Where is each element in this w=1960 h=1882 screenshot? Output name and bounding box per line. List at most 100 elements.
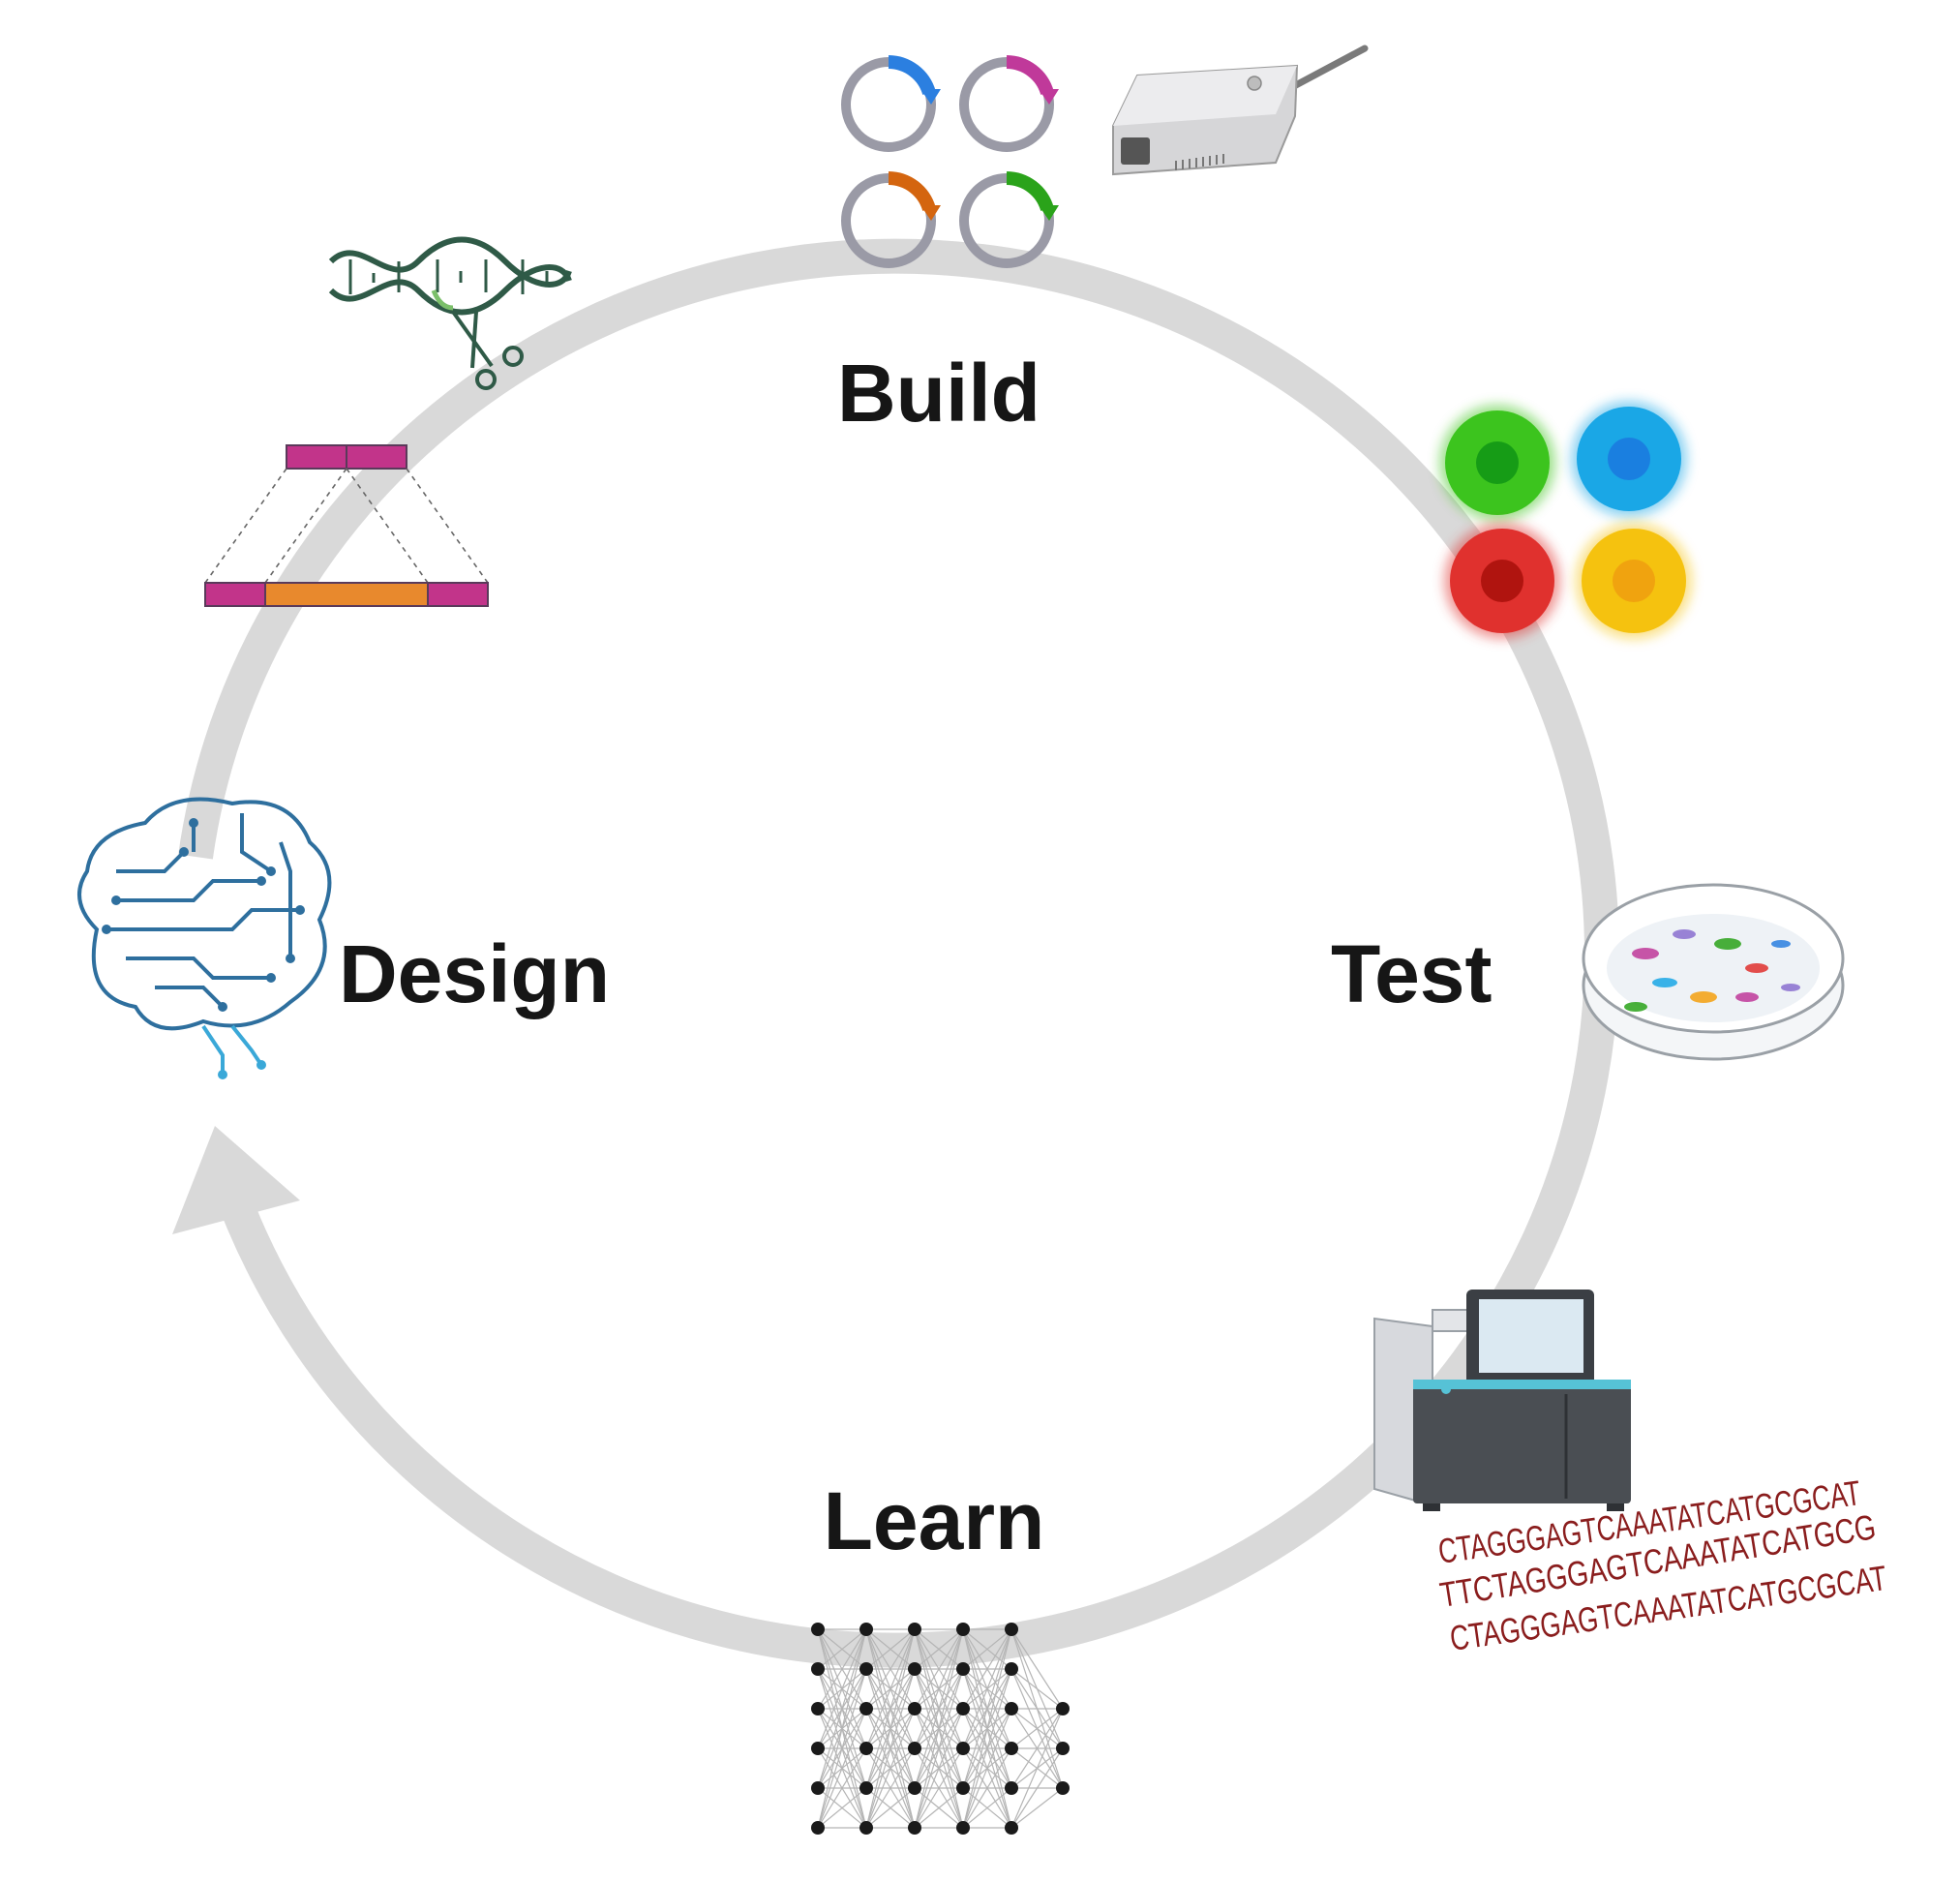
- network-edge: [914, 1628, 964, 1749]
- scissors-icon: [451, 310, 524, 390]
- network-edge: [865, 1747, 916, 1829]
- test-label: Test: [1331, 928, 1492, 1019]
- network-node: [1005, 1742, 1018, 1755]
- network-edge: [865, 1628, 916, 1710]
- network-edge: [962, 1628, 1012, 1789]
- network-edge: [914, 1787, 964, 1829]
- network-edge: [817, 1747, 867, 1829]
- dna-helix-icon: [328, 236, 572, 316]
- synthesis-device-icon: [1112, 45, 1369, 176]
- network-node: [956, 1702, 970, 1715]
- network-node: [1005, 1702, 1018, 1715]
- network-edge: [914, 1668, 964, 1829]
- network-edge: [914, 1747, 964, 1829]
- plasmid-icon: [959, 55, 1059, 152]
- cycle-arc: [178, 238, 1619, 1668]
- network-edge: [1010, 1628, 1064, 1710]
- network-edge: [1010, 1708, 1064, 1789]
- yellow-cell-icon: [1576, 523, 1692, 639]
- network-edge: [962, 1628, 1012, 1670]
- network-node: [1005, 1821, 1018, 1835]
- network-node: [908, 1781, 921, 1795]
- network-node: [859, 1742, 873, 1755]
- network-node: [811, 1742, 825, 1755]
- network-edge: [914, 1628, 964, 1670]
- network-edge: [914, 1628, 964, 1710]
- network-node: [811, 1662, 825, 1676]
- red-cell-icon: [1444, 523, 1560, 639]
- network-node: [1056, 1702, 1070, 1715]
- network-edge: [865, 1628, 916, 1749]
- network-edge: [1010, 1668, 1064, 1710]
- network-node: [908, 1623, 921, 1636]
- network-node: [811, 1623, 825, 1636]
- network-node: [908, 1702, 921, 1715]
- network-edge: [1010, 1708, 1064, 1749]
- network-edge: [1010, 1708, 1064, 1829]
- network-edge: [817, 1628, 867, 1749]
- network-edge: [817, 1628, 867, 1789]
- network-edge: [817, 1708, 867, 1829]
- network-node: [956, 1662, 970, 1676]
- network-node: [1005, 1662, 1018, 1676]
- circuit-brain-icon: [77, 797, 332, 1079]
- network-edge: [914, 1628, 964, 1829]
- network-node: [956, 1742, 970, 1755]
- network-edge: [817, 1628, 867, 1829]
- plasmid-group: [841, 55, 1059, 268]
- network-node: [1005, 1781, 1018, 1795]
- neural-network-icon: [811, 1623, 1070, 1835]
- network-node: [1056, 1781, 1070, 1795]
- network-edge: [962, 1668, 1012, 1829]
- network-edge: [962, 1787, 1012, 1829]
- cycle-arrow: [172, 238, 1619, 1668]
- network-edge: [817, 1668, 867, 1829]
- fluorescent-cells-group: [1439, 401, 1692, 639]
- network-edge: [1010, 1787, 1064, 1829]
- network-edge: [962, 1628, 1012, 1749]
- cycle-arrowhead: [172, 1126, 300, 1234]
- petri-dish-icon: [1582, 883, 1845, 1061]
- network-node: [908, 1662, 921, 1676]
- sequencer-icon: [1373, 1290, 1631, 1511]
- network-node: [1056, 1742, 1070, 1755]
- network-node: [859, 1623, 873, 1636]
- network-edge: [817, 1628, 867, 1670]
- network-node: [811, 1702, 825, 1715]
- learn-label: Learn: [824, 1475, 1045, 1566]
- network-edge: [962, 1747, 1012, 1829]
- network-edge: [962, 1628, 1012, 1829]
- network-node: [859, 1821, 873, 1835]
- network-edge: [1010, 1747, 1064, 1829]
- network-node: [908, 1742, 921, 1755]
- network-edge: [865, 1628, 916, 1670]
- network-node: [859, 1702, 873, 1715]
- green-cell-icon: [1439, 405, 1555, 521]
- network-edge: [865, 1708, 916, 1829]
- build-label: Build: [837, 348, 1040, 439]
- network-edge: [914, 1708, 964, 1829]
- network-edge: [962, 1708, 1012, 1829]
- network-node: [859, 1662, 873, 1676]
- gene-construct-icon: [204, 444, 489, 607]
- blue-cell-icon: [1571, 401, 1687, 517]
- plasmid-icon: [841, 171, 941, 268]
- network-edge: [817, 1628, 867, 1710]
- network-edge: [865, 1787, 916, 1829]
- plasmid-icon: [959, 171, 1059, 268]
- network-edge: [865, 1628, 916, 1829]
- network-edges: [817, 1628, 1064, 1829]
- network-node: [908, 1821, 921, 1835]
- network-edge: [962, 1628, 1012, 1710]
- network-node: [859, 1781, 873, 1795]
- network-edge: [914, 1628, 964, 1789]
- network-node: [956, 1821, 970, 1835]
- plasmid-icon: [841, 55, 941, 152]
- network-edge: [865, 1668, 916, 1829]
- network-node: [811, 1781, 825, 1795]
- network-node: [811, 1821, 825, 1835]
- design-label: Design: [339, 928, 610, 1019]
- network-node: [956, 1781, 970, 1795]
- network-edge: [817, 1787, 867, 1829]
